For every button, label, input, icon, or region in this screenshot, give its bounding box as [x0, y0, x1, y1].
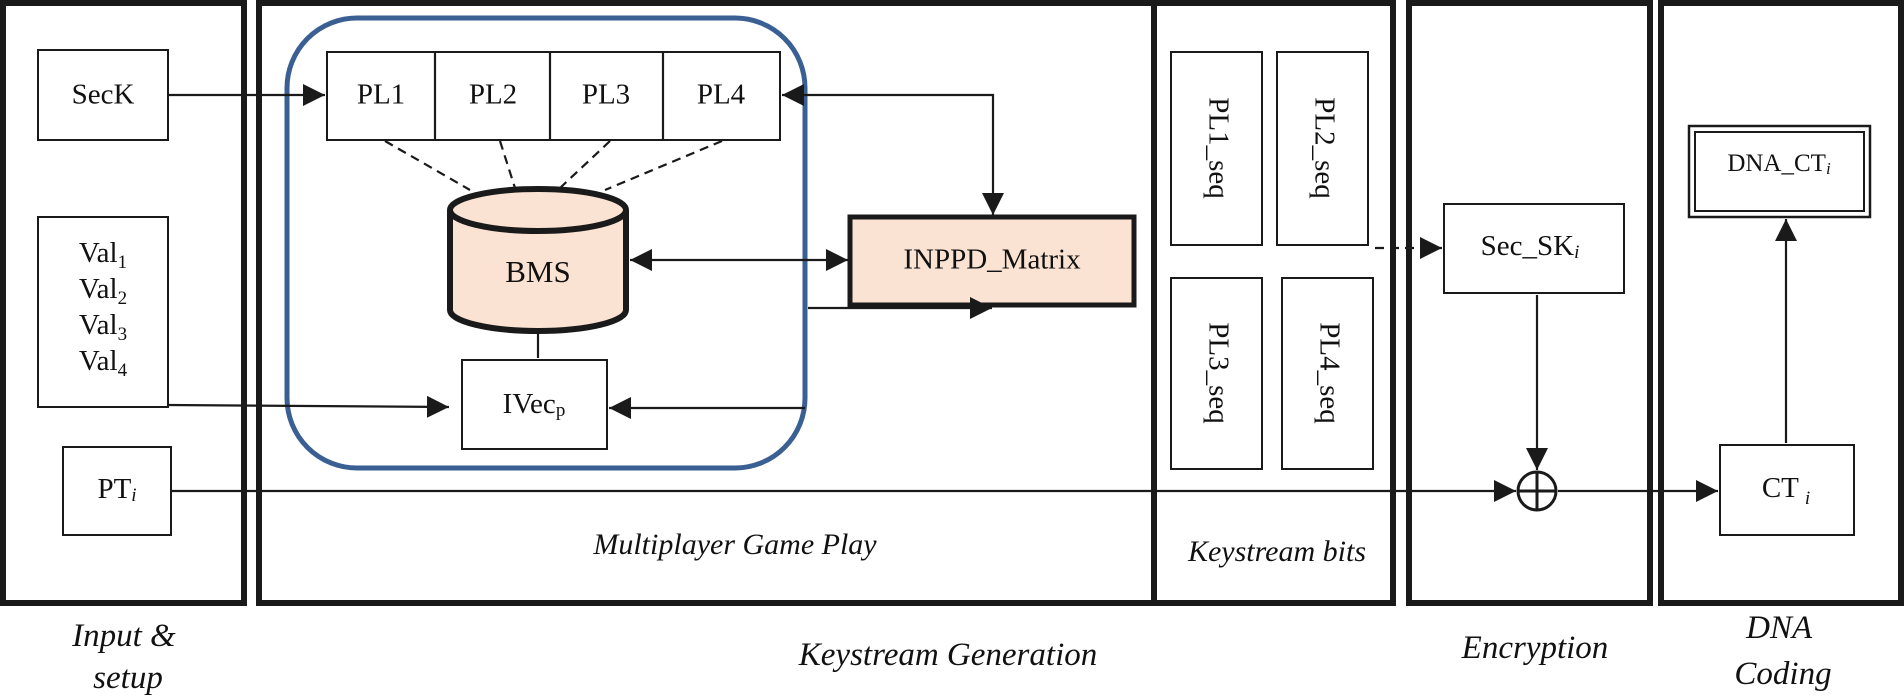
seq-label-pl4: PL4_seq	[1313, 322, 1345, 424]
player-pl4: PL4	[697, 79, 746, 111]
seq-box-pl2	[1276, 51, 1369, 246]
player-row-box	[326, 51, 781, 141]
keystream-bits-title: Keystream bits	[1187, 535, 1366, 568]
dash-pl1-bms	[384, 140, 471, 191]
dna-coding-frame	[1658, 0, 1904, 606]
val-3-label: Val3	[79, 309, 127, 345]
seq-label-pl2: PL2_seq	[1308, 97, 1340, 199]
player-pl1: PL1	[357, 79, 405, 111]
keystream-generation-title: Keystream Generation	[798, 637, 1097, 673]
encryption-title: Encryption	[1461, 630, 1609, 666]
player-pl2: PL2	[469, 79, 517, 111]
val-2-label: Val2	[79, 273, 127, 309]
keystream-generation-frame	[256, 0, 1396, 606]
multiplayer-game-frame	[284, 15, 808, 471]
seq-box-pl4	[1281, 277, 1374, 470]
ct-box	[1719, 444, 1855, 536]
xor-operator-icon	[1516, 470, 1558, 512]
bms-cylinder	[447, 186, 629, 334]
seq-label-pl3: PL3_seq	[1202, 322, 1234, 424]
ivec-box	[461, 359, 608, 450]
arrow-vals-to-ivec	[167, 395, 450, 418]
inppd-matrix-box	[847, 214, 1137, 308]
dna-ct-label: DNA_CTi	[1727, 150, 1831, 178]
dna-coding-title: DNA Coding	[1734, 610, 1831, 692]
arrow-players-inppd	[782, 84, 1004, 215]
seq-box-pl3	[1170, 277, 1263, 470]
input-setup-title: Input & setup	[71, 618, 184, 696]
dash-pl3-bms	[559, 140, 611, 189]
seck-label: SecK	[72, 79, 135, 111]
dash-pl4-bms	[604, 139, 723, 192]
vals-box	[37, 216, 169, 408]
inppd-matrix-label: INPPD_Matrix	[903, 244, 1081, 276]
input-setup-frame	[0, 0, 247, 606]
val-4-label: Val4	[79, 345, 128, 381]
seck-box	[37, 49, 169, 141]
encryption-frame	[1406, 0, 1653, 606]
pt-label: PTi	[97, 473, 136, 507]
multiplayer-game-play-title: Multiplayer Game Play	[592, 528, 877, 561]
seq-box-pl1	[1170, 51, 1263, 246]
ivec-label: IVecp	[503, 388, 566, 422]
sec-sk-box	[1443, 203, 1625, 294]
dash-pl2-bms	[498, 140, 517, 189]
sec-sk-label: Sec_SKi	[1481, 230, 1580, 264]
pt-box	[62, 446, 172, 536]
player-pl3: PL3	[582, 79, 630, 111]
val-1-label: Val1	[79, 237, 127, 273]
bms-label: BMS	[505, 254, 570, 289]
seq-label-pl1: PL1_seq	[1202, 97, 1234, 199]
dna-ct-box	[1687, 124, 1872, 219]
